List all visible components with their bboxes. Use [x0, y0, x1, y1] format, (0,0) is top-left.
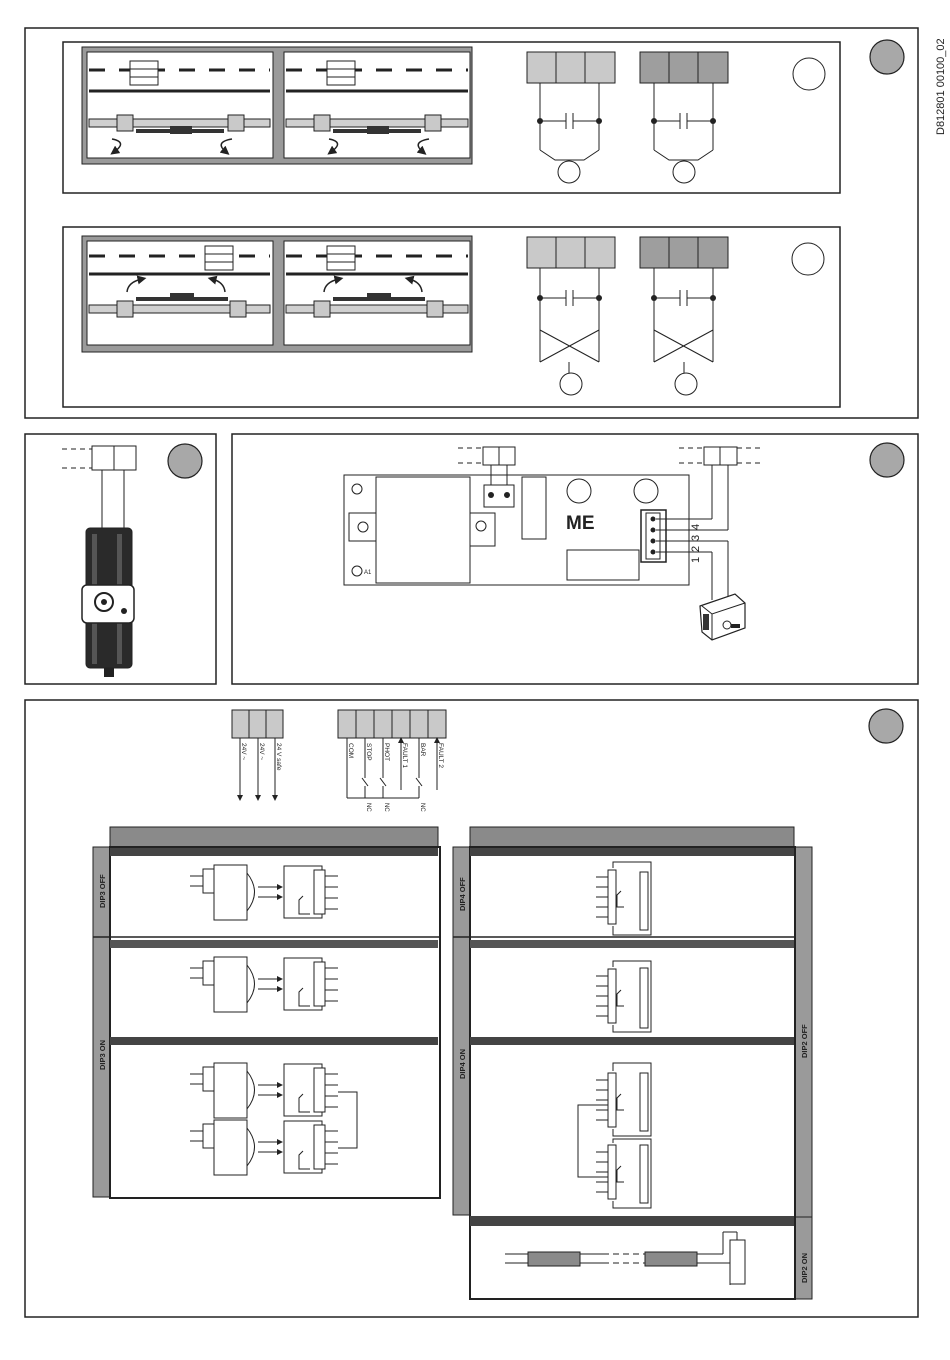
safety-label-phot: PHOT [383, 743, 390, 761]
safety-label-fault2: FAULT 2 [437, 743, 444, 768]
safety-label-stop: STOP [365, 743, 372, 761]
photocell-pair-a [527, 52, 728, 183]
safety-label-com: COM [347, 743, 354, 758]
nc-label-phot: NC [383, 803, 389, 812]
terminal-block-dark [640, 52, 728, 83]
board-terminal-3: 3 [690, 535, 702, 541]
gate-view-a [82, 47, 472, 164]
control-board: A1 ME 4 3 2 1 [344, 447, 760, 640]
power-label-3: 24 V safe [275, 743, 282, 771]
dip4-off-label: DIP4 OFF [458, 877, 467, 911]
dip4-on-label: DIP4 ON [458, 1049, 467, 1079]
terminal-block-light [527, 52, 615, 83]
section-1-badge [870, 40, 904, 74]
board-terminal-4: 4 [690, 524, 702, 530]
document-code: D812801 00100_02 [935, 38, 947, 135]
panel-a-marker [793, 58, 825, 90]
power-terminal-block: 24V ~ 24V ~ 24 V safe [232, 710, 283, 798]
section-3-badge [870, 443, 904, 477]
dip3-on-label: DIP3 ON [98, 1040, 107, 1070]
safety-label-fault1: FAULT 1 [401, 743, 408, 768]
board-marker: A1 [364, 570, 372, 576]
nc-label-bar: NC [419, 803, 425, 812]
section-4-badge [869, 709, 903, 743]
gate-view-b [82, 236, 472, 352]
panel-b-marker [792, 243, 824, 275]
dip2-off-label: DIP2 OFF [800, 1024, 809, 1058]
nc-label-stop: NC [365, 803, 371, 812]
section-2-badge [168, 444, 202, 478]
safety-label-bar: BAR [419, 743, 426, 757]
power-label-2: 24V ~ [258, 743, 265, 760]
board-title: ME [566, 513, 595, 534]
safety-terminal-block: COM STOP PHOT FAULT 1 BAR FAULT 2 NC NC … [338, 710, 446, 812]
dip3-off-label: DIP3 OFF [98, 874, 107, 908]
board-terminal-1: 1 [690, 557, 702, 563]
photocell-pair-b [527, 237, 728, 395]
board-terminal-2: 2 [690, 546, 702, 552]
dip2-on-label: DIP2 ON [800, 1253, 809, 1283]
power-label-1: 24V ~ [240, 743, 247, 760]
flashing-lamp [62, 446, 136, 677]
